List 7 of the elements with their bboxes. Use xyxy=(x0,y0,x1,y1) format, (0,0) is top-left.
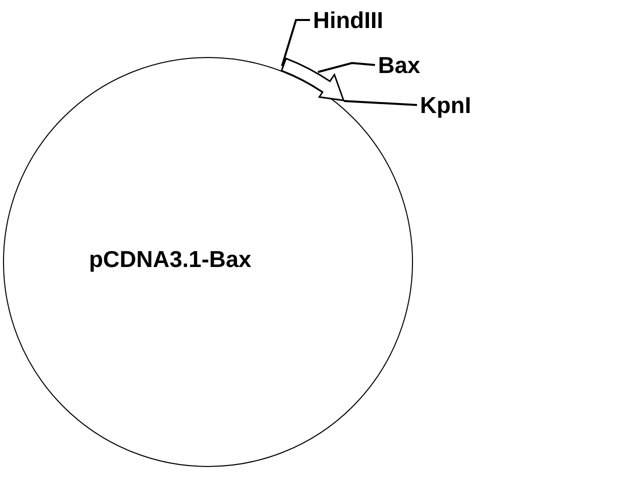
plasmid-name: pCDNA3.1-Bax xyxy=(89,248,252,271)
site-label: HindIII xyxy=(313,9,384,32)
leader-line xyxy=(281,19,310,66)
gene-label: Bax xyxy=(378,54,420,77)
leader-line xyxy=(344,100,418,106)
site-label: KpnI xyxy=(420,94,472,117)
leader-line xyxy=(318,62,376,73)
